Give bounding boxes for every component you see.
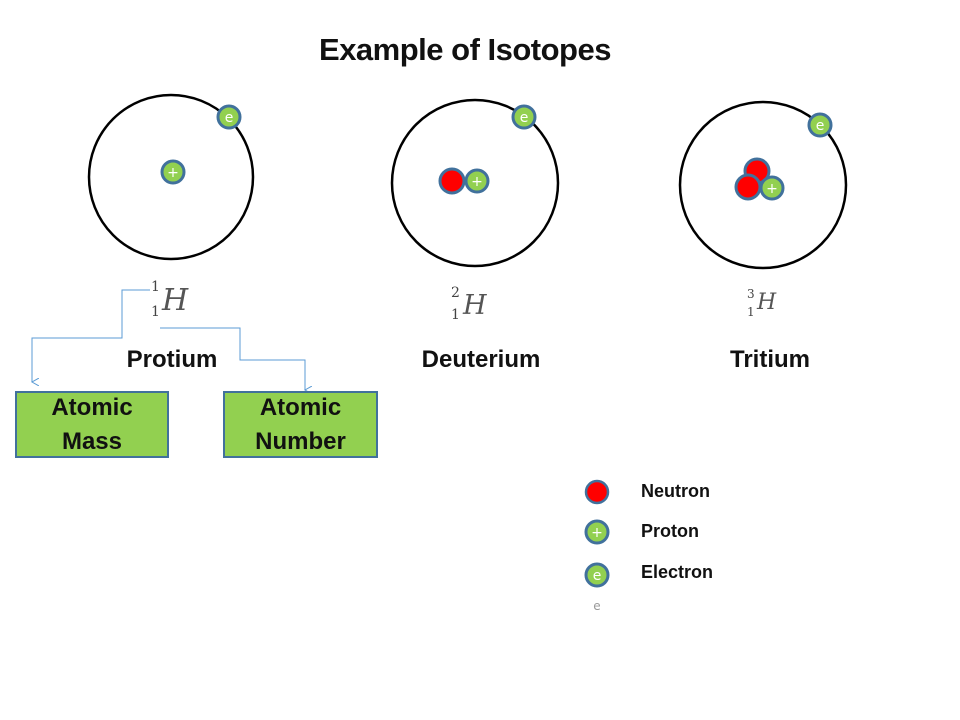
electron-legend-icon: e: [584, 562, 610, 588]
tritium-notation: 3 1 H: [744, 287, 794, 331]
electron-particle: e: [511, 104, 537, 130]
atomic-number-line-2: Number: [255, 428, 346, 455]
legend-proton-label: Proton: [641, 521, 699, 541]
element-symbol: H: [463, 290, 487, 321]
stray-electron-glyph: e: [593, 599, 600, 613]
protium-orbit: [87, 93, 255, 261]
proton-legend-icon: +: [584, 519, 610, 545]
deuterium-orbit: [390, 98, 560, 268]
neutron-particle: [734, 173, 762, 201]
atomic-number-line-1: Atomic: [259, 394, 342, 421]
element-symbol: H: [757, 290, 777, 315]
electron-glyph: e: [225, 110, 234, 126]
protium-atom: + e: [87, 93, 255, 261]
electron-glyph: e: [520, 110, 529, 126]
mass-number: 1: [151, 279, 160, 295]
electron-particle: e: [216, 104, 242, 130]
deuterium-atom: + e: [390, 98, 560, 268]
legend-icons: + e e: [584, 479, 610, 613]
legend-neutron-label: Neutron: [641, 481, 710, 501]
atomic-mass-line-2: Mass: [61, 428, 123, 455]
electron-particle: e: [807, 112, 833, 138]
proton-particle: +: [160, 159, 186, 185]
electron-legend-glyph: e: [593, 568, 602, 584]
tritium-label: Tritium: [729, 346, 810, 373]
deuterium-label: Deuterium: [421, 346, 541, 373]
slide-title: Example of Isotopes: [319, 32, 611, 67]
atomic-mass-line-1: Atomic: [51, 394, 133, 421]
neutron-particle: [438, 167, 466, 195]
protium-label: Protium: [126, 346, 218, 373]
element-symbol: H: [162, 283, 189, 318]
mass-number: 3: [747, 287, 755, 301]
proton-glyph: +: [471, 174, 483, 190]
electron-glyph: e: [816, 118, 825, 134]
protium-notation: 1 1 H: [147, 279, 197, 324]
atomic-number-arrow: [160, 327, 305, 390]
proton-particle: +: [759, 175, 785, 201]
mass-number: 2: [451, 285, 460, 301]
atomic-number-box: Atomic Number: [223, 391, 378, 458]
proton-particle: +: [464, 168, 490, 194]
deuterium-notation: 2 1 H: [448, 285, 498, 329]
atomic-mass-box: Atomic Mass: [15, 391, 169, 458]
proton-glyph: +: [766, 181, 778, 197]
mass-number-arrow: [32, 289, 150, 382]
proton-legend-glyph: +: [591, 525, 603, 541]
atomic-number: 1: [451, 307, 460, 323]
proton-glyph: +: [167, 165, 179, 181]
tritium-atom: + e: [678, 100, 848, 270]
atomic-number: 1: [747, 305, 755, 319]
neutron-legend-icon: [584, 479, 610, 505]
tritium-orbit: [678, 100, 848, 270]
legend-electron-label: Electron: [641, 562, 714, 582]
atomic-number: 1: [151, 304, 160, 320]
